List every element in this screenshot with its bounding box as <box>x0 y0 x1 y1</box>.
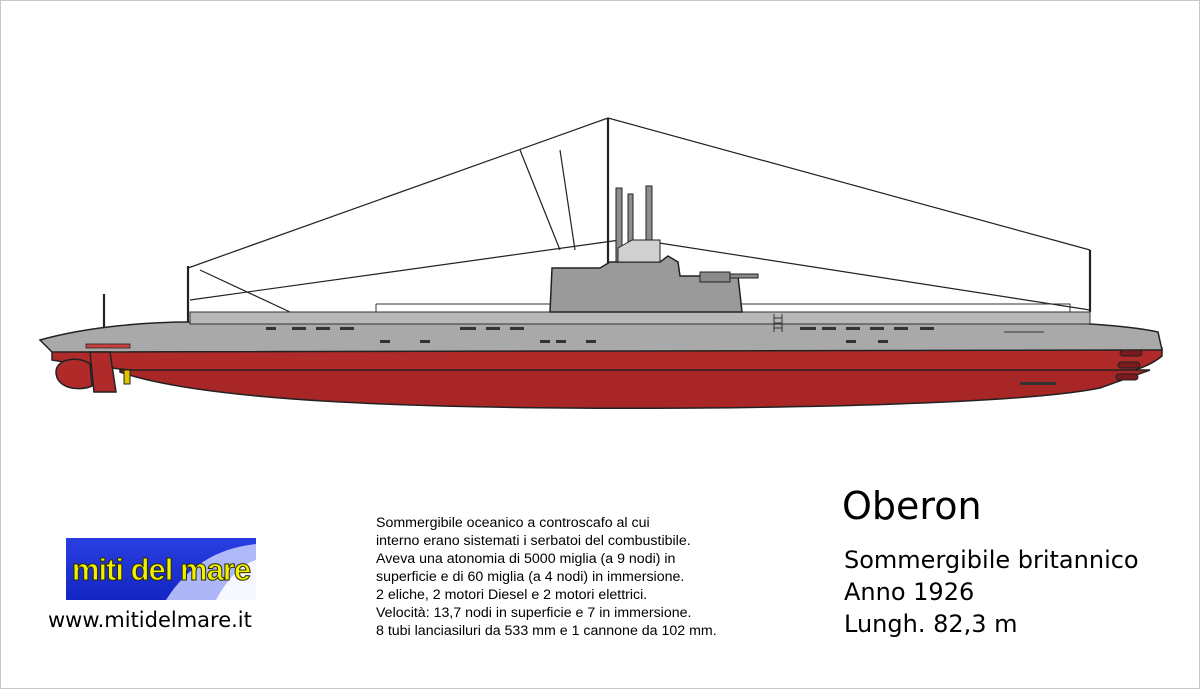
description-line: Aveva una atonomia di 5000 miglia (a 9 n… <box>376 551 676 567</box>
deck-casing <box>189 311 1091 325</box>
vents <box>266 327 1056 385</box>
description-line: 8 tubi lanciasiluri da 533 mm e 1 cannon… <box>376 623 717 639</box>
antenna-wires <box>187 117 1091 313</box>
logo-text: miti del mare <box>71 552 251 588</box>
logo-sail-graphic <box>166 544 256 600</box>
description-line: Sommergibile oceanico a controscafo al c… <box>376 515 650 531</box>
description: Sommergibile oceanico a controscafo al c… <box>376 514 796 640</box>
conning-tower <box>549 255 743 313</box>
info-year: Anno 1926 <box>844 578 975 606</box>
bow-openings <box>1115 349 1143 381</box>
stern-gear <box>55 343 131 393</box>
page-title: Oberon <box>842 484 982 528</box>
hull-upper <box>38 321 1163 353</box>
bridge-screen <box>617 239 661 263</box>
info-block: Sommergibile britannico Anno 1926 Lungh.… <box>844 544 1139 640</box>
info-type: Sommergibile britannico <box>844 546 1139 574</box>
website-url[interactable]: www.mitidelmare.it <box>48 608 252 632</box>
ladder <box>773 314 783 332</box>
description-line: Velocità: 13,7 nodi in superficie e 7 in… <box>376 605 692 621</box>
logo[interactable]: miti del mare <box>66 538 256 600</box>
deck-gun <box>699 271 759 283</box>
info-length: Lungh. 82,3 m <box>844 610 1018 638</box>
description-line: 2 eliche, 2 motori Diesel e 2 motori ele… <box>376 587 648 603</box>
hull-bottom <box>119 369 1151 409</box>
description-line: superficie e di 60 miglia (a 4 nodi) in … <box>376 569 685 585</box>
description-line: interno erano sistemati i serbatoi del c… <box>376 533 691 549</box>
